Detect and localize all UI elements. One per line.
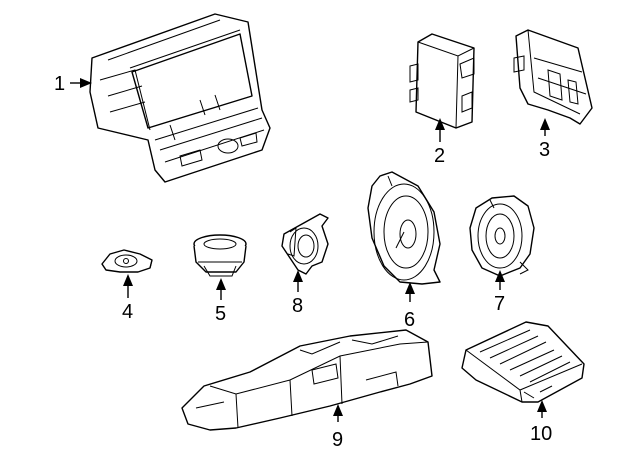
callout-5: 5	[215, 303, 226, 325]
callout-3: 3	[539, 139, 550, 161]
callout-6: 6	[404, 309, 415, 331]
callout-10: 10	[530, 423, 552, 445]
callout-1: 1	[54, 73, 65, 95]
arrowhead-1	[80, 78, 92, 88]
part-10-amplifier	[461, 321, 585, 403]
arrowhead-5	[216, 278, 226, 290]
arrowhead-7	[495, 270, 505, 282]
part-7-midrange-speaker	[469, 195, 535, 277]
part-6-door-speaker	[367, 171, 441, 285]
arrowhead-6	[405, 282, 415, 294]
arrowhead-4	[123, 274, 133, 286]
part-2-control-module	[409, 33, 475, 129]
callout-2: 2	[434, 145, 445, 167]
callout-9: 9	[332, 429, 343, 451]
part-8-speaker	[281, 213, 329, 275]
part-1-radio-display-unit	[89, 13, 271, 183]
arrowhead-9	[333, 404, 343, 416]
arrowhead-10	[537, 400, 547, 412]
arrowhead-2	[435, 118, 445, 130]
callout-8: 8	[292, 295, 303, 317]
callout-4: 4	[122, 301, 133, 323]
part-3-bracket	[513, 29, 593, 125]
callout-7: 7	[494, 293, 505, 315]
arrowhead-8	[293, 270, 303, 282]
part-4-tweeter-disc	[101, 249, 153, 273]
part-5-tweeter-housing	[193, 234, 247, 277]
arrowhead-3	[540, 118, 550, 130]
part-9-subwoofer-enclosure	[181, 329, 433, 431]
